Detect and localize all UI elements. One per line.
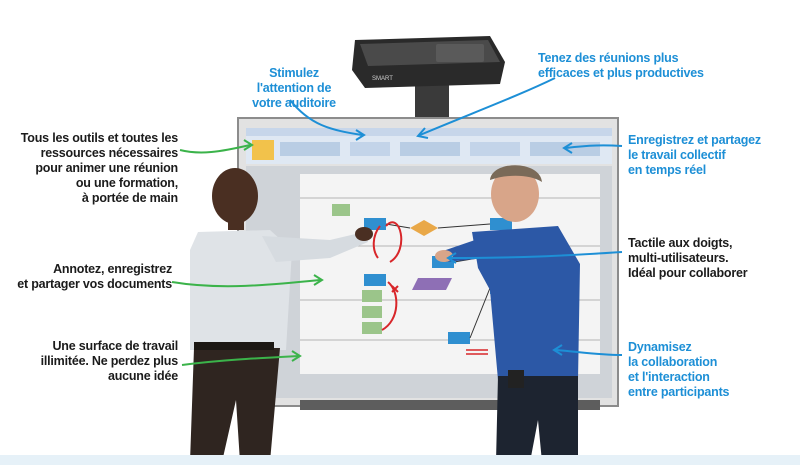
presenter-left: [190, 168, 373, 462]
callout-stimulez: Stimulez l'attention de votre auditoire: [252, 66, 336, 110]
projector-icon: SMART: [352, 36, 505, 128]
callout-tactile: Tactile aux doigts, multi-utilisateurs. …: [628, 236, 748, 280]
callout-surface: Une surface de travail illimitée. Ne per…: [40, 339, 179, 383]
callout-outils: Tous les outils et toutes les ressources…: [20, 131, 178, 205]
callout-arrows: [171, 77, 623, 366]
callout-dynamisez: Dynamisez la collaboration et l'interact…: [628, 340, 730, 399]
bottom-band: [0, 455, 800, 465]
presenter-right: [435, 165, 580, 462]
callout-annotez: Annotez, enregistrez et partager vos doc…: [17, 262, 172, 291]
callout-reunions: Tenez des réunions plus efficaces et plu…: [538, 51, 704, 80]
callout-enregistrez: Enregistrez et partagez le travail colle…: [628, 133, 761, 177]
svg-text:SMART: SMART: [372, 76, 393, 82]
